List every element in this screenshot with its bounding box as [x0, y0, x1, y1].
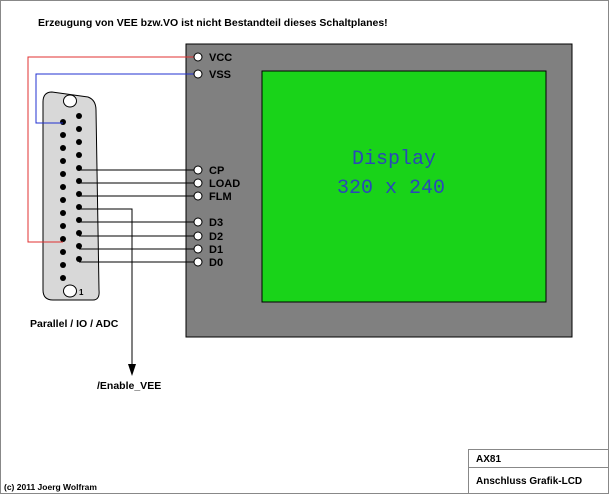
- wire-vss: [35, 73, 198, 124]
- connector-pin: [76, 152, 82, 158]
- terminal-d1: [193, 244, 203, 254]
- wire-enable-vee: [79, 208, 133, 370]
- connector-pin: [60, 171, 66, 177]
- pin-label-flm: FLM: [209, 191, 232, 203]
- terminal-flm: [193, 191, 203, 201]
- connector-pin: [60, 197, 66, 203]
- connector-pin: [76, 256, 82, 262]
- dsub-connector: [42, 91, 100, 301]
- pin-label-d2: D2: [209, 231, 223, 243]
- copyright: (c) 2011 Joerg Wolfram: [4, 482, 97, 492]
- connector-pin: [60, 223, 66, 229]
- pin-label-vss: VSS: [209, 69, 231, 81]
- connector-pin: [60, 262, 66, 268]
- terminal-cp: [193, 165, 203, 175]
- connector-pin: [60, 249, 66, 255]
- connector-pin: [60, 236, 66, 242]
- connector-pin: [60, 132, 66, 138]
- pin1-label: 1: [79, 288, 84, 297]
- project-name: AX81: [476, 454, 501, 465]
- title-block: [468, 449, 609, 494]
- connector-pin: [60, 275, 66, 281]
- sheet-title: Anschluss Grafik-LCD: [476, 476, 582, 487]
- terminal-load: [193, 178, 203, 188]
- enable-arrow-head: [128, 364, 136, 376]
- display-line2: 320 x 240: [337, 177, 445, 200]
- header-note: Erzeugung von VEE bzw.VO ist nicht Besta…: [38, 17, 388, 29]
- connector-pin: [76, 126, 82, 132]
- terminal-d2: [193, 231, 203, 241]
- connector-pin: [76, 230, 82, 236]
- terminal-vss: [193, 69, 203, 79]
- pin-label-load: LOAD: [209, 178, 240, 190]
- connector-pin: [60, 184, 66, 190]
- terminal-d0: [193, 257, 203, 267]
- connector-pin: [60, 119, 66, 125]
- pin-label-cp: CP: [209, 165, 224, 177]
- connector-pin: [76, 113, 82, 119]
- connector-label: Parallel / IO / ADC: [30, 318, 119, 330]
- wire-vcc: [27, 56, 198, 243]
- pin-label-d1: D1: [209, 244, 223, 256]
- pin-label-vcc: VCC: [209, 52, 232, 64]
- enable-vee-label: /Enable_VEE: [97, 380, 161, 392]
- pin-label-d0: D0: [209, 257, 223, 269]
- terminal-vcc: [193, 52, 203, 62]
- connector-mount-hole-top: [63, 94, 77, 108]
- connector-mount-hole-bottom: [63, 284, 77, 298]
- signal-wires: [79, 169, 198, 376]
- display-line1: Display: [352, 148, 436, 171]
- connector-pin: [60, 158, 66, 164]
- terminal-d3: [193, 217, 203, 227]
- connector-pin: [60, 145, 66, 151]
- lcd-terminals: [193, 52, 203, 267]
- connector-pin: [76, 139, 82, 145]
- pin-label-d3: D3: [209, 217, 223, 229]
- connector-pin: [60, 210, 66, 216]
- connector-pin: [76, 243, 82, 249]
- lcd-screen: [261, 70, 547, 303]
